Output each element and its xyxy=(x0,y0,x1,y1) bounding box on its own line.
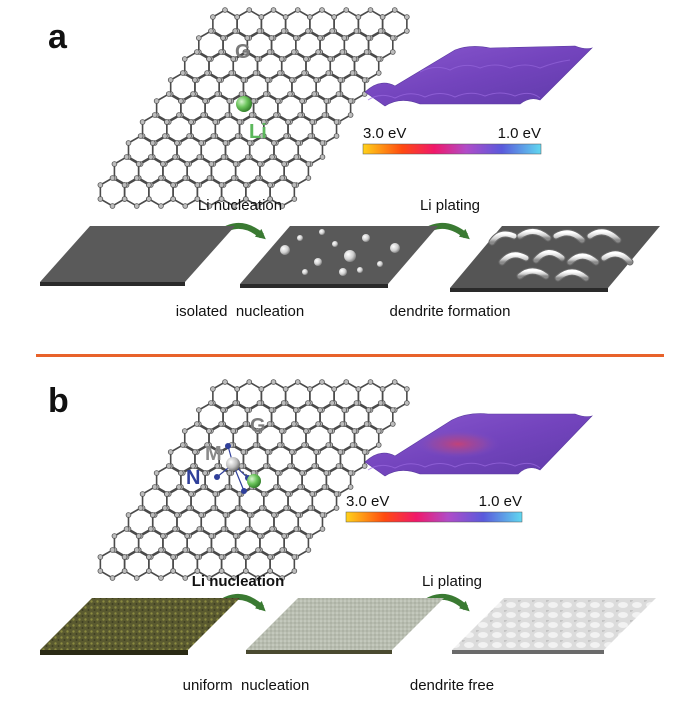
panel-a: a G Li 3.0 eV 1.0 eV Li nucleation Li pl… xyxy=(40,7,660,320)
metal-atom-b xyxy=(226,457,240,471)
caption-a-2: dendrite formation xyxy=(390,303,511,320)
panel-b-letter: b xyxy=(48,382,69,420)
panel-b: b G M N xyxy=(40,379,656,694)
colorbar-high-label-a: 1.0 eV xyxy=(498,125,541,142)
lattice-b-bonds xyxy=(97,379,410,581)
step-label-a-2: Li plating xyxy=(420,197,480,214)
plate-bare-a xyxy=(40,226,235,286)
plate-nucleation-b xyxy=(246,598,444,654)
li-dendrites-a xyxy=(488,228,634,282)
plate-nucleation-a xyxy=(240,226,438,288)
energy-colorbar-a: 3.0 eV 1.0 eV xyxy=(362,125,542,155)
step-label-b-1: Li nucleation xyxy=(192,573,285,590)
energy-surface-b xyxy=(364,413,593,477)
colorbar-low-label-a: 3.0 eV xyxy=(363,125,406,142)
nitrogen-label-b: N xyxy=(186,467,200,489)
lithium-atom-a xyxy=(236,96,252,112)
step-label-b-2: Li plating xyxy=(422,573,482,590)
caption-b-1: uniform nucleation xyxy=(183,677,310,694)
plate-dendrite-free-b xyxy=(452,598,656,654)
graphene-lattice-a: G Li xyxy=(97,7,410,209)
colorbar-low-label-b: 3.0 eV xyxy=(346,493,389,510)
caption-a-1: isolated nucleation xyxy=(176,303,304,320)
energy-colorbar-b: 3.0 eV 1.0 eV xyxy=(345,493,523,523)
caption-b-2: dendrite free xyxy=(410,677,494,694)
plate-uniform-b xyxy=(40,598,240,655)
graphene-label-a: G xyxy=(235,41,251,63)
graphene-label-b: G xyxy=(250,415,266,437)
step-label-a-1: Li nucleation xyxy=(198,197,282,214)
energy-surface-a xyxy=(364,45,594,107)
colorbar-high-label-b: 1.0 eV xyxy=(479,493,522,510)
metal-label-b: M xyxy=(205,443,222,465)
lattice-a-bonds xyxy=(97,7,410,209)
panel-a-letter: a xyxy=(48,18,68,56)
plate-dendrite-a xyxy=(450,226,660,292)
lithium-atom-b xyxy=(247,474,261,488)
panel-divider xyxy=(36,354,664,357)
doped-lattice-b: G M N xyxy=(97,379,410,581)
lithium-label-a: Li xyxy=(249,121,267,143)
li-nuclei-a xyxy=(280,229,400,276)
